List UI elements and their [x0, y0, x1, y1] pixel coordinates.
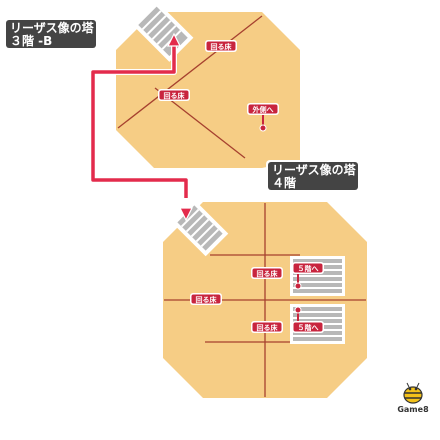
to-5f-label: ５階へ: [298, 323, 319, 332]
rotating-floor-tag: 回る床: [251, 321, 283, 333]
rotating-floor-label: 回る床: [257, 269, 279, 278]
rotating-floor-tag: 回る床: [158, 89, 190, 101]
outer-ring-label: 外側へ: [253, 105, 274, 114]
lower-room: 回る床 回る床 回る床 ５階へ ５階へ: [158, 198, 372, 402]
to-5f-label: ５階へ: [298, 264, 319, 273]
upper-room: 回る床 回る床 外側へ: [111, 1, 305, 172]
route-arrow-down-icon: [179, 207, 193, 222]
lower-floor-title: リーザス像の塔 ４階: [266, 160, 360, 192]
to-5f-tag: ５階へ: [292, 262, 324, 290]
rotating-floor-tag: 回る床: [205, 40, 237, 52]
route-arrow-up-icon: [167, 32, 181, 47]
rotating-floor-label: 回る床: [196, 295, 218, 304]
game8-logo-text: Game8: [397, 405, 429, 414]
game8-bee-icon: [403, 382, 423, 404]
upper-floor-title: リーザス像の塔 ３階 -B: [4, 18, 98, 50]
game8-logo: Game8: [397, 382, 429, 414]
upper-diagonal-line: [117, 15, 263, 129]
rotating-floor-label: 回る床: [257, 323, 279, 332]
lower-floor-title-line1: リーザス像の塔: [272, 162, 357, 177]
rotating-floor-tag: 回る床: [251, 267, 283, 279]
upper-floor-title-line1: リーザス像の塔: [10, 20, 95, 35]
rotating-floor-tag: 回る床: [190, 293, 222, 305]
outer-ring-tag: 外側へ: [247, 103, 279, 132]
upper-floor-title-line2: ３階 -B: [10, 33, 52, 48]
lower-floor-title-line2: ４階: [272, 175, 296, 190]
route-path: [90, 32, 193, 222]
rotating-floor-label: 回る床: [164, 91, 186, 100]
to-5f-tag: ５階へ: [292, 306, 324, 333]
rotating-floor-label: 回る床: [211, 42, 233, 51]
